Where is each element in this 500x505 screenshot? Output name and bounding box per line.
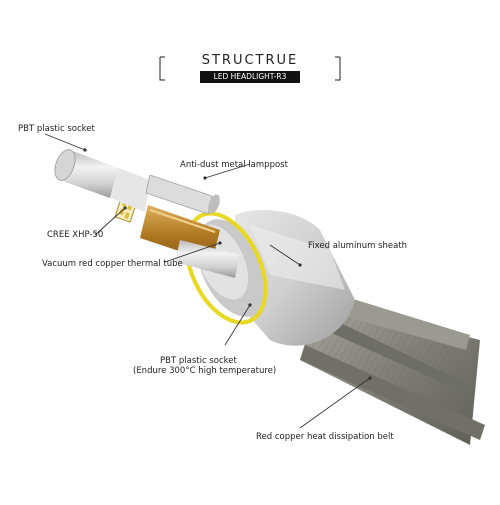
header-frame [159,56,341,81]
label-anti-dust-lamppost: Anti-dust metal lamppost [180,160,288,170]
label-aluminum-sheath: Fixed aluminum sheath [308,241,408,251]
diagram-subtitle: LED HEADLIGHT-R3 [200,71,300,83]
label-pbt-socket-2: PBT plastic socket [160,356,237,366]
diagram-header: STRUCTRUE LED HEADLIGHT-R3 [155,51,345,85]
label-cree-chip: CREE XHP-50 [47,230,104,240]
heat-belt-shape [300,295,485,445]
leader-lines [44,133,371,429]
diagram-title: STRUCTRUE [201,53,299,68]
front-socket-shape [54,149,150,212]
leader-dots [83,148,372,380]
label-vacuum-tube: Vacuum red copper thermal tube [42,259,183,269]
label-pbt-socket: PBT plastic socket [18,124,95,134]
label-heat-belt: Red copper heat dissipation belt [256,432,394,442]
thermal-tube-shape [114,195,240,278]
lamppost-shape [145,174,220,215]
label-temperature-note: (Endure 300°C high temperature) [133,366,277,376]
aluminum-sheath-shape [235,210,355,346]
